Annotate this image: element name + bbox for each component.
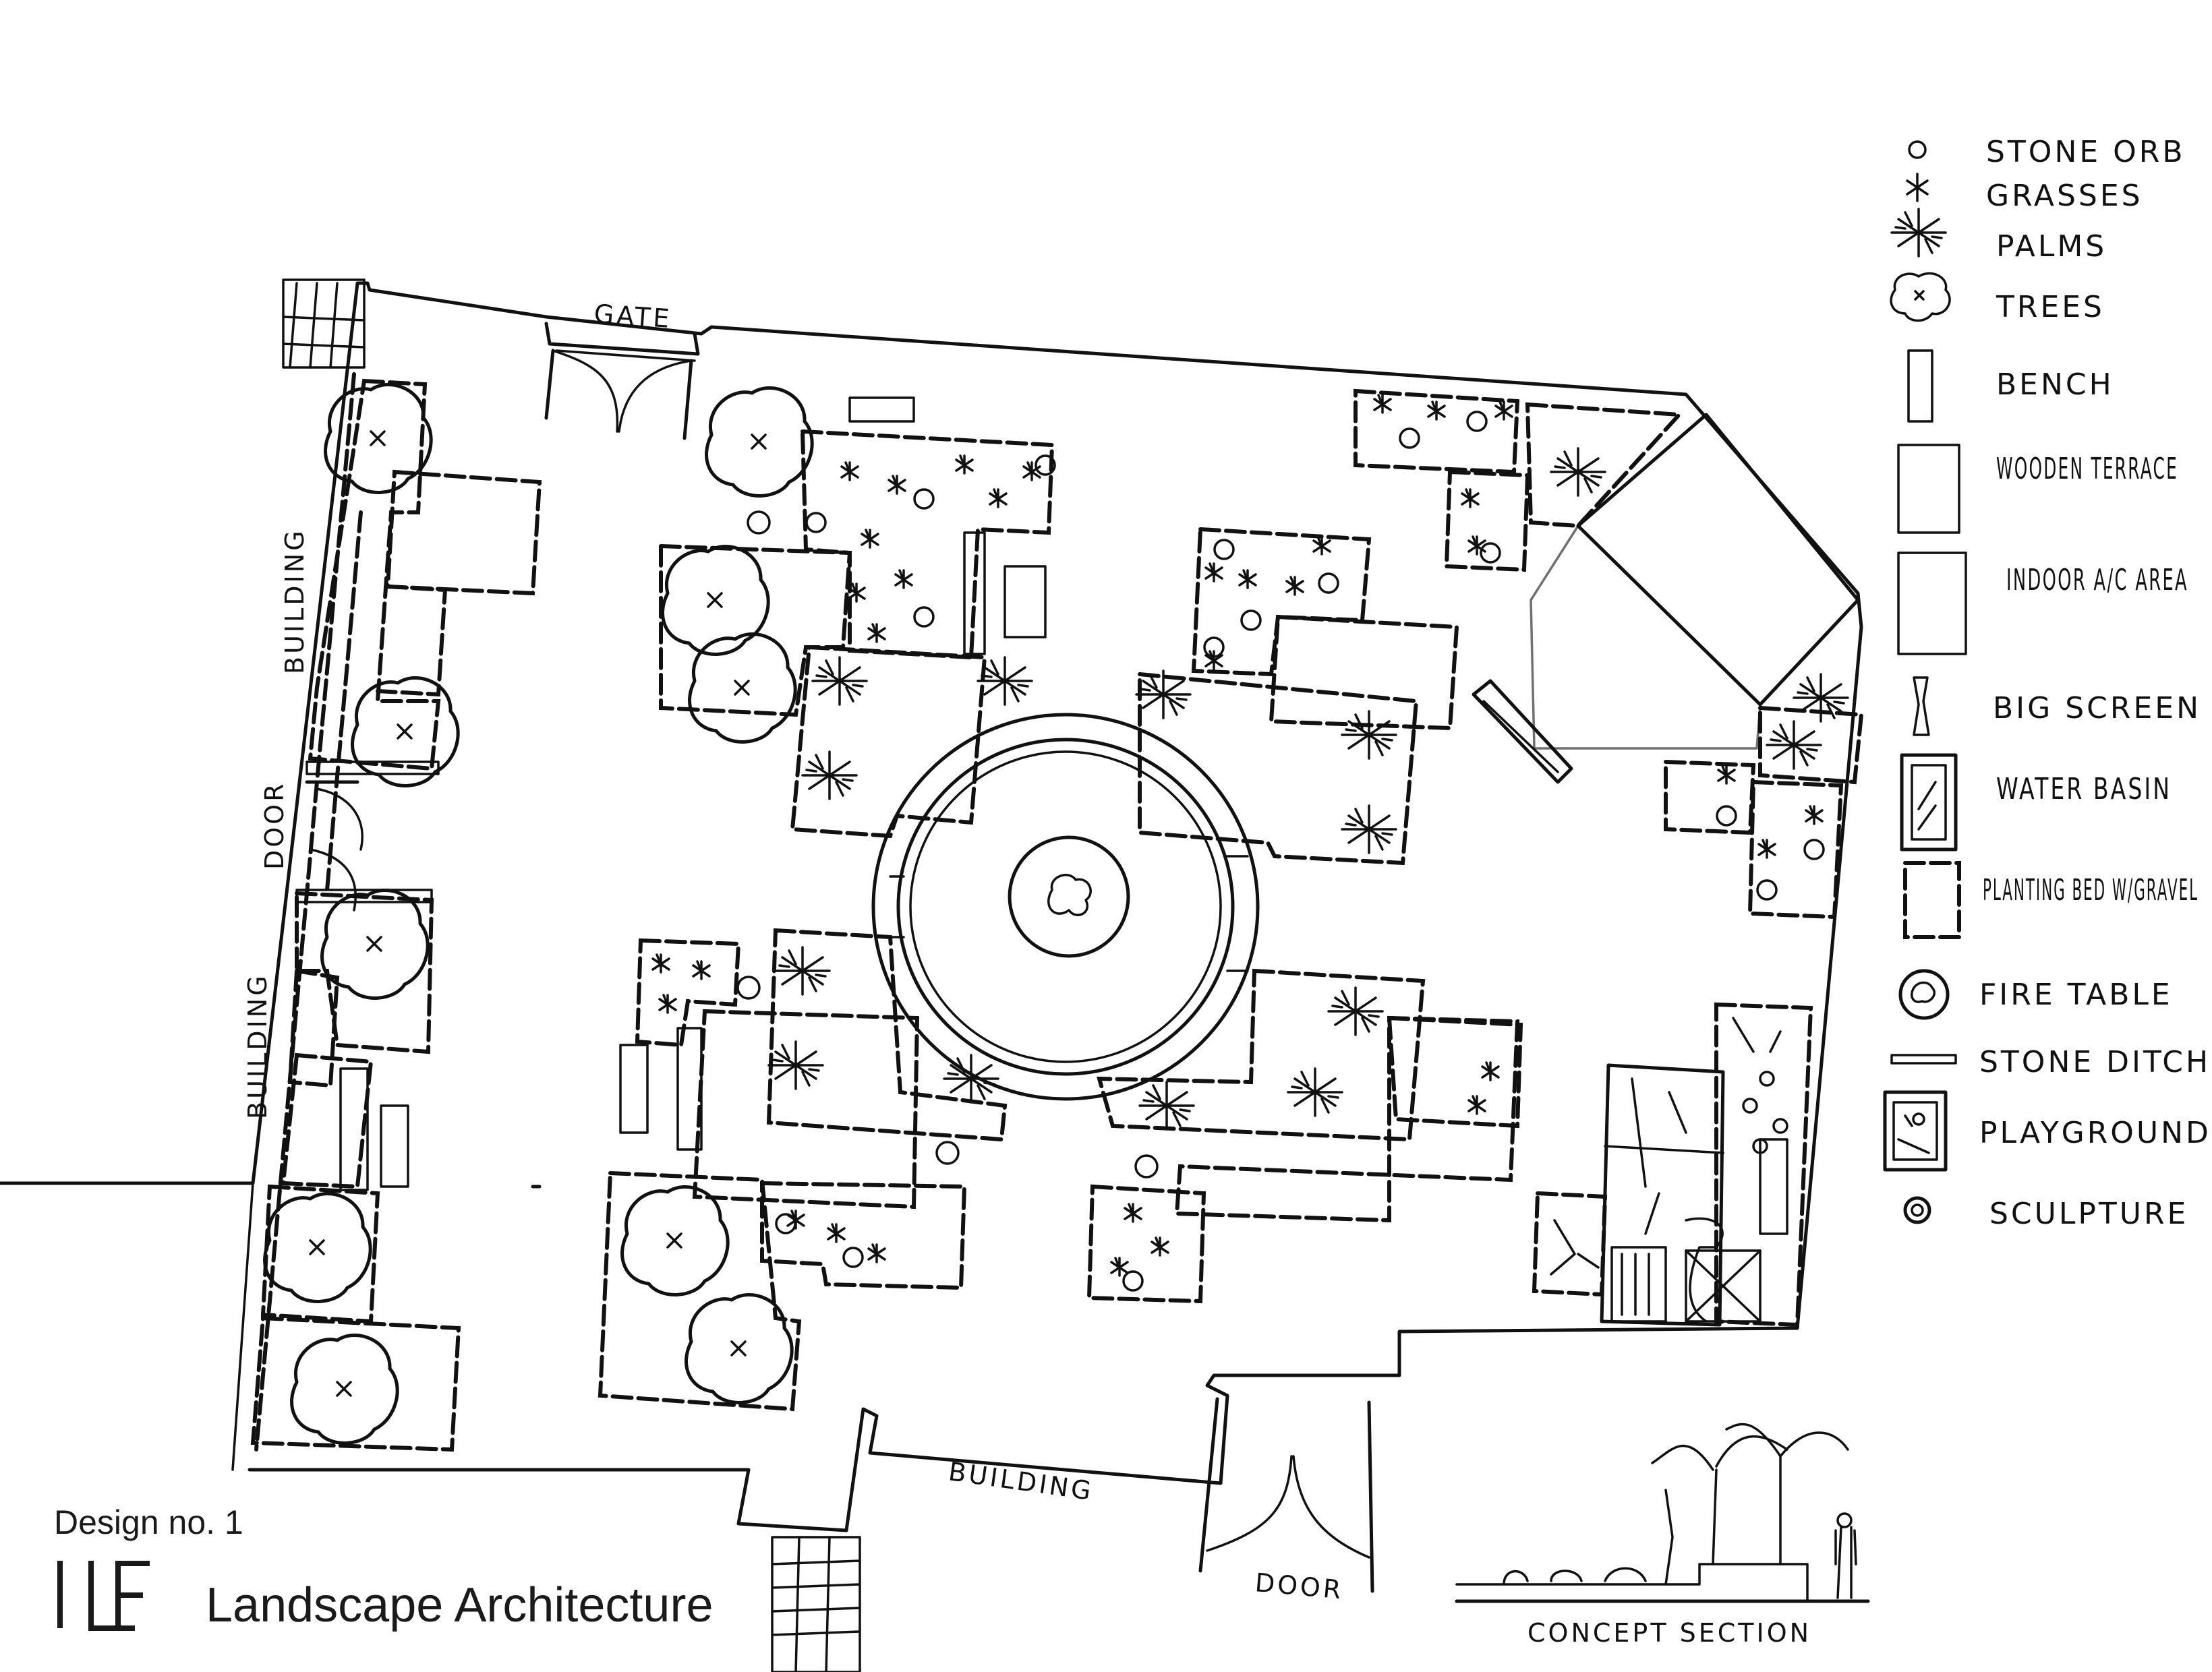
sculpture-icon (736, 510, 1159, 1178)
palm-icon (1766, 720, 1822, 770)
legend-label-planting-bed-text: PLANTING BED W/GRAVEL (1983, 873, 2199, 907)
palm-icon (1550, 447, 1606, 497)
tree-icon (292, 1335, 398, 1443)
tree-icon (326, 384, 432, 492)
palm-icon (811, 656, 868, 706)
company-name: Landscape Architecture (206, 1578, 713, 1632)
tree-icon (622, 1187, 728, 1294)
palm-icon (801, 750, 858, 800)
legend-label-bench: BENCH (1996, 367, 2114, 402)
building-top-left-label: BUILDING (280, 528, 310, 674)
legend-label-trees: TREES (1996, 290, 2105, 324)
central-fountain (871, 713, 1260, 1101)
bench-icon (1907, 349, 1933, 423)
palm-icon (1341, 804, 1397, 854)
legend-label-indoor-ac-text: INDOOR A/C AREA (2006, 563, 2188, 597)
palm-icon (767, 1040, 824, 1090)
legend-label-wooden-terrace: WOODEN TERRACE (1996, 452, 2178, 486)
ilf-logo (57, 1561, 150, 1631)
tree-icon (707, 388, 813, 496)
gate[interactable] (544, 322, 700, 440)
big-screen-icon (1913, 676, 1930, 736)
legend-label-sculpture: SCULPTURE (1989, 1197, 2188, 1231)
building-bottom-label: BUILDING (947, 1456, 1096, 1506)
tree-icon (322, 890, 428, 998)
planting-bed-icon (1903, 861, 1961, 939)
title-block: Design no. 1 Landscape Architecture (54, 1503, 713, 1632)
door-bottom[interactable] (1198, 1397, 1374, 1593)
site-boundary (0, 281, 1863, 1532)
palms-icon (1890, 208, 1947, 258)
legend: STONE ORB GRASSES PALMS TREES BENCH WOOD… (1883, 135, 2211, 1231)
stone-orb-icon (1908, 140, 1927, 159)
building-bottom-left-label: BUILDING (243, 973, 272, 1119)
trees-icon (1890, 272, 1951, 322)
door-left[interactable] (305, 780, 363, 912)
legend-label-indoor-ac: INDOOR A/C AREA (2006, 563, 2188, 597)
legend-label-wooden-terrace-text: WOODEN TERRACE (1996, 452, 2178, 486)
wooden-terrace (1576, 413, 1860, 707)
stone-ditch-icon (1890, 1054, 1957, 1065)
indoor-ac-area (1530, 525, 1762, 750)
fire-table-icon (1898, 969, 1950, 1020)
wooden-terrace-icon (1897, 444, 1960, 534)
left-planting-strip (250, 378, 542, 1452)
legend-label-palms: PALMS (1996, 229, 2107, 264)
legend-label-grasses: GRASSES (1986, 179, 2143, 213)
sculpture-icon (1903, 1196, 1931, 1224)
stone-orbs-group (775, 411, 1825, 1292)
palm-icon (1138, 1081, 1195, 1131)
center-planting-beds (598, 396, 1523, 1412)
concept-section-drawing (1455, 1423, 1870, 1603)
legend-label-fire-table: FIRE TABLE (1979, 978, 2173, 1012)
legend-label-stone-ditch: STONE DITCH (1979, 1045, 2211, 1079)
palm-icon (1287, 1067, 1343, 1117)
palm-icon (1327, 986, 1384, 1036)
legend-label-stone-orb: STONE ORB (1986, 135, 2186, 169)
door-bottom-label: DOOR (1254, 1568, 1345, 1605)
indoor-ac-area-icon (1897, 551, 1967, 655)
tree-icon (265, 1193, 371, 1301)
grasses-group (651, 394, 1824, 1277)
playground-icon (1883, 1090, 1948, 1172)
legend-label-playground: PLAYGROUND (1979, 1116, 2211, 1150)
legend-label-big-screen: BIG SCREEN (1993, 691, 2201, 725)
legend-label-water-basin: WATER BASIN (1996, 772, 2172, 806)
legend-label-planting-bed: PLANTING BED W/GRAVEL (1983, 873, 2199, 907)
door-left-label: DOOR (260, 781, 289, 870)
legend-label-water-basin-text: WATER BASIN (1996, 772, 2172, 806)
water-basin-icon (1900, 753, 1958, 852)
design-number: Design no. 1 (54, 1503, 243, 1541)
right-planting-beds (1354, 388, 1864, 920)
palm-icon (1341, 710, 1397, 760)
gate-label: GATE (593, 299, 673, 334)
palm-icon (774, 946, 831, 996)
playground[interactable] (1532, 1002, 1813, 1327)
tree-icon (690, 634, 796, 742)
stair-bottom-left (771, 1536, 861, 1672)
grasses-icon (1906, 173, 1929, 202)
concept-section-label: CONCEPT SECTION (1527, 1618, 1811, 1648)
big-screen (1472, 679, 1573, 784)
tree-icon (663, 546, 769, 654)
